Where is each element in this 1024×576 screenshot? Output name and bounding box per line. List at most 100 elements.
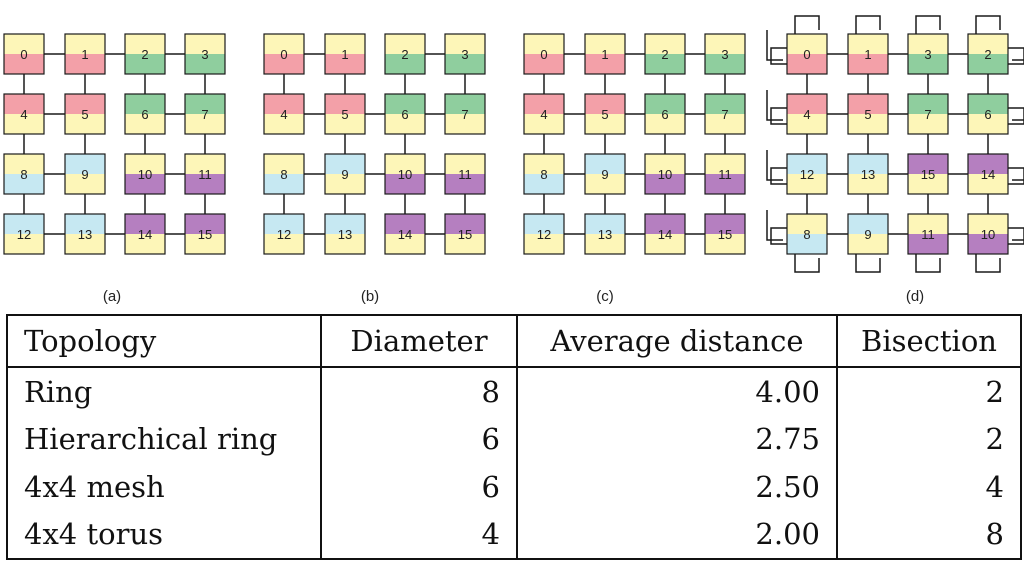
node-label: 11 xyxy=(921,227,935,242)
node-top-half xyxy=(524,34,564,54)
node-bottom-half xyxy=(125,114,165,134)
diagram-caption: (d) xyxy=(906,288,924,305)
node-bottom-half xyxy=(908,234,948,254)
node-top-half xyxy=(645,94,685,114)
node-bottom-half xyxy=(645,54,685,74)
node-top-half xyxy=(185,154,225,174)
node-bottom-half xyxy=(645,174,685,194)
node-bottom-half xyxy=(445,114,485,134)
node-label: 4 xyxy=(20,107,27,122)
node-label: 6 xyxy=(401,107,408,122)
header-topology: Topology xyxy=(6,314,322,368)
node-label: 2 xyxy=(984,47,991,62)
node-bottom-half xyxy=(787,234,827,254)
wrap-column-top xyxy=(855,15,881,34)
node-label: 4 xyxy=(280,107,287,122)
wrap-column-bottom xyxy=(794,254,820,273)
node-label: 6 xyxy=(141,107,148,122)
node-border xyxy=(324,93,366,135)
node-border xyxy=(644,153,686,195)
diagram-caption: (a) xyxy=(103,288,121,305)
wrap-column-top xyxy=(915,15,941,34)
node-bottom-half xyxy=(4,234,44,254)
node-7: 7 xyxy=(907,93,949,135)
node-0: 0 xyxy=(523,33,565,75)
node-top-half xyxy=(125,214,165,234)
node-border xyxy=(967,153,1009,195)
node-top-half xyxy=(705,34,745,54)
node-label: 5 xyxy=(341,107,348,122)
node-top-half xyxy=(848,214,888,234)
node-bottom-half xyxy=(325,234,365,254)
node-bottom-half xyxy=(125,234,165,254)
node-top-half xyxy=(645,34,685,54)
node-top-half xyxy=(645,154,685,174)
node-label: 9 xyxy=(81,167,88,182)
node-label: 1 xyxy=(81,47,88,62)
node-bottom-half xyxy=(65,54,105,74)
cell-bisection: 8 xyxy=(836,510,1022,560)
node-14: 14 xyxy=(644,213,686,255)
wrap-row-outer-right xyxy=(1012,179,1024,181)
node-top-half xyxy=(125,34,165,54)
node-15: 15 xyxy=(184,213,226,255)
node-top-half xyxy=(65,34,105,54)
cell-average-distance: 2.00 xyxy=(516,510,838,560)
node-border xyxy=(584,33,626,75)
node-border xyxy=(3,93,45,135)
node-border xyxy=(847,33,889,75)
node-7: 7 xyxy=(704,93,746,135)
node-6: 6 xyxy=(124,93,166,135)
node-label: 15 xyxy=(198,227,212,242)
node-top-half xyxy=(705,94,745,114)
node-label: 1 xyxy=(864,47,871,62)
node-top-half xyxy=(585,214,625,234)
node-label: 8 xyxy=(280,167,287,182)
node-bottom-half xyxy=(325,54,365,74)
node-label: 12 xyxy=(800,167,814,182)
wrap-row-right xyxy=(1004,227,1024,245)
node-label: 10 xyxy=(981,227,995,242)
node-label: 5 xyxy=(864,107,871,122)
node-bottom-half xyxy=(968,174,1008,194)
node-label: 1 xyxy=(341,47,348,62)
node-top-half xyxy=(705,154,745,174)
node-label: 13 xyxy=(338,227,352,242)
node-bottom-half xyxy=(185,54,225,74)
node-12: 12 xyxy=(3,213,45,255)
wrap-row-left xyxy=(770,167,791,185)
table-row: Hierarchical ring 6 2.75 2 xyxy=(6,415,1022,463)
wrap-column-bottom xyxy=(975,254,1001,273)
node-10: 10 xyxy=(967,213,1009,255)
node-label: 7 xyxy=(461,107,468,122)
node-top-half xyxy=(524,214,564,234)
node-bottom-half xyxy=(524,234,564,254)
node-bottom-half xyxy=(787,114,827,134)
wrap-row-right xyxy=(1004,47,1024,65)
node-bottom-half xyxy=(787,174,827,194)
node-border xyxy=(704,33,746,75)
node-top-half xyxy=(645,214,685,234)
node-bottom-half xyxy=(968,54,1008,74)
node-4: 4 xyxy=(523,93,565,135)
node-top-half xyxy=(264,154,304,174)
node-label: 14 xyxy=(981,167,995,182)
node-label: 12 xyxy=(277,227,291,242)
node-bottom-half xyxy=(385,234,425,254)
node-top-half xyxy=(65,154,105,174)
node-label: 2 xyxy=(401,47,408,62)
wrap-row-outer-left xyxy=(766,90,783,121)
links xyxy=(23,53,206,235)
node-bottom-half xyxy=(445,174,485,194)
table-row: Ring 8 4.00 2 xyxy=(6,367,1022,416)
node-border xyxy=(324,33,366,75)
wrap-row-right xyxy=(1004,167,1024,185)
node-top-half xyxy=(65,94,105,114)
table-row: 4x4 mesh 6 2.50 4 xyxy=(6,462,1022,511)
node-label: 3 xyxy=(924,47,931,62)
node-border xyxy=(263,153,305,195)
node-top-half xyxy=(787,154,827,174)
